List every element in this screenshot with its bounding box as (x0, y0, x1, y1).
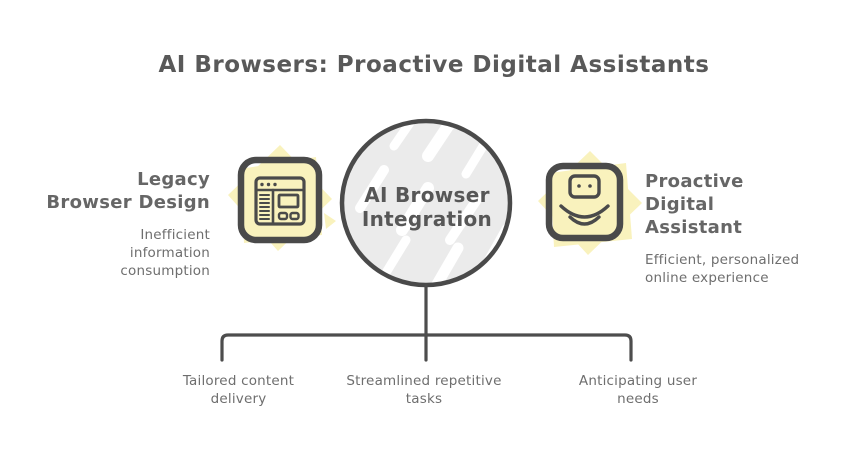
node-legacy-browser: Legacy Browser Design Inefficient inform… (22, 168, 210, 281)
connector-tree (220, 284, 633, 362)
assistant-heading: Proactive Digital Assistant (645, 171, 744, 239)
branch-label: Anticipating user needs (578, 373, 698, 407)
assistant-description: Efficient, personalized online experienc… (645, 252, 800, 286)
ai-integration-label: AI Browser Integration (361, 183, 493, 232)
ai-integration-circle (339, 118, 513, 288)
node-proactive-assistant: Proactive Digital Assistant Efficient, p… (645, 170, 855, 288)
diagram-title: AI Browsers: Proactive Digital Assistant… (158, 52, 710, 78)
legacy-browser-description: Inefficient information consumption (120, 227, 210, 279)
branch-label: Streamlined repetitive tasks (346, 373, 502, 407)
voice-assistant-icon (538, 151, 642, 255)
legacy-browser-heading: Legacy Browser Design (46, 169, 210, 214)
branch-label: Tailored content delivery (182, 373, 295, 407)
legacy-browser-window-icon (228, 145, 336, 251)
